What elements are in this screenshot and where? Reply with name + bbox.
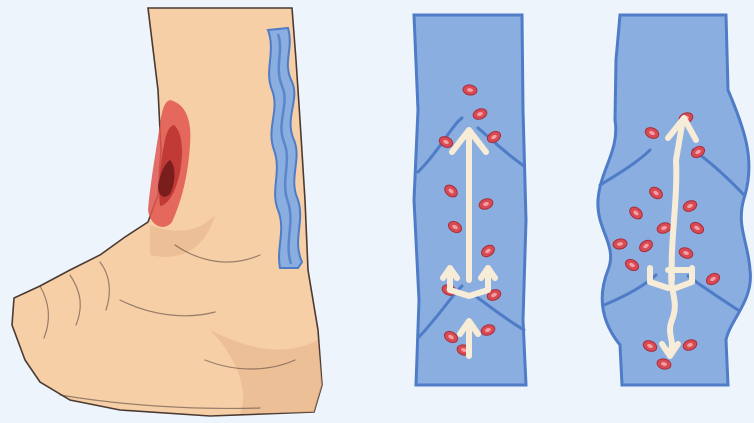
varicose-vein-panel [598,15,751,385]
healthy-vein-panel [414,15,526,385]
